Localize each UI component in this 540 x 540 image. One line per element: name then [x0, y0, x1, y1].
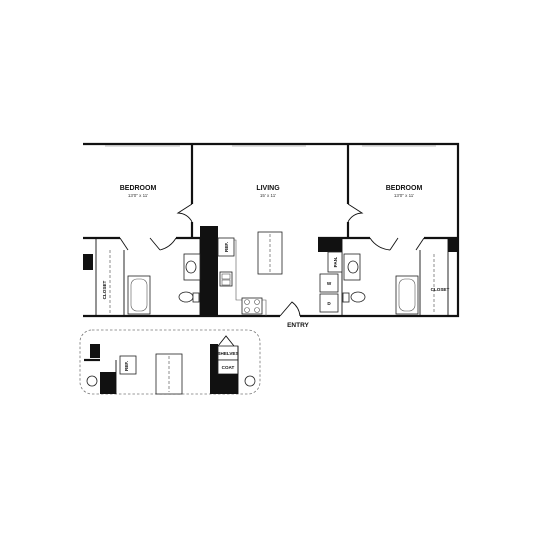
main-unit: BEDROOM 13'0" x 11' LIVING 15' x 11' BED… [83, 142, 460, 329]
sink-right [347, 260, 359, 274]
closet-left-label: CLOSET [102, 280, 107, 299]
inset-sink-right [244, 375, 256, 387]
sink-left [185, 260, 197, 274]
laundry-wall-block [318, 238, 342, 252]
toilet-left [178, 291, 194, 303]
living-dims: 15' x 11' [260, 193, 276, 198]
door-bed-right [347, 203, 364, 223]
pantry [327, 251, 343, 273]
burner-2 [254, 299, 260, 305]
pantry-label: PAN. [333, 257, 338, 268]
bathtub-left [127, 275, 151, 315]
shelves-label: SHELVES [217, 351, 238, 356]
inset-refrigerator [119, 355, 137, 375]
kitchen-sink-bowl-b [221, 279, 231, 286]
door-bath-right-b [415, 237, 425, 251]
inset-sink-left [86, 375, 98, 387]
living-label: LIVING [256, 185, 280, 192]
column-left [83, 254, 93, 270]
inset-block-left [100, 372, 116, 394]
closet-right-label: CLOSET [431, 287, 450, 292]
coat-label: COAT [222, 365, 235, 370]
burner-1 [244, 299, 250, 305]
dryer [319, 293, 339, 313]
burner-4 [254, 307, 260, 313]
toilet-right [350, 291, 366, 303]
bedroom-right-label: BEDROOM [386, 185, 423, 192]
toilet-left-tank [192, 292, 200, 303]
bedroom-left-label: BEDROOM [120, 185, 157, 192]
inset-ref-label: REF. [124, 361, 129, 371]
ref-label: REF. [224, 242, 229, 252]
kitchen-wall-block [200, 226, 218, 316]
burner-3 [244, 307, 250, 313]
entry-label: ENTRY [287, 322, 309, 329]
door-bath-right [369, 237, 399, 251]
door-bath-left [149, 237, 177, 251]
door-bath-left-b [119, 237, 129, 251]
bathtub-right [395, 275, 419, 315]
inset-wall-block [210, 344, 218, 394]
door-entry [279, 301, 301, 317]
inset-door-swing [217, 335, 235, 347]
inset-column-left [90, 344, 100, 358]
bathtub-left-basin [130, 278, 148, 312]
dryer-label: D [327, 301, 331, 306]
inset-block-right [218, 374, 238, 394]
kitchen-sink-bowl-a [221, 273, 231, 280]
alternate-layout-inset: REF. SHELVES COAT [79, 329, 261, 395]
range [241, 297, 263, 315]
door-bed-left [176, 203, 193, 223]
kitchen-island [257, 231, 283, 275]
bathtub-right-basin [398, 278, 416, 312]
column-right [448, 238, 458, 252]
bedroom-right-dims: 13'0" x 11' [394, 193, 414, 198]
washer-label: W [327, 281, 332, 286]
toilet-right-tank [342, 292, 350, 303]
washer [319, 273, 339, 293]
bedroom-left-dims: 13'0" x 11' [128, 193, 148, 198]
refrigerator [217, 237, 235, 257]
